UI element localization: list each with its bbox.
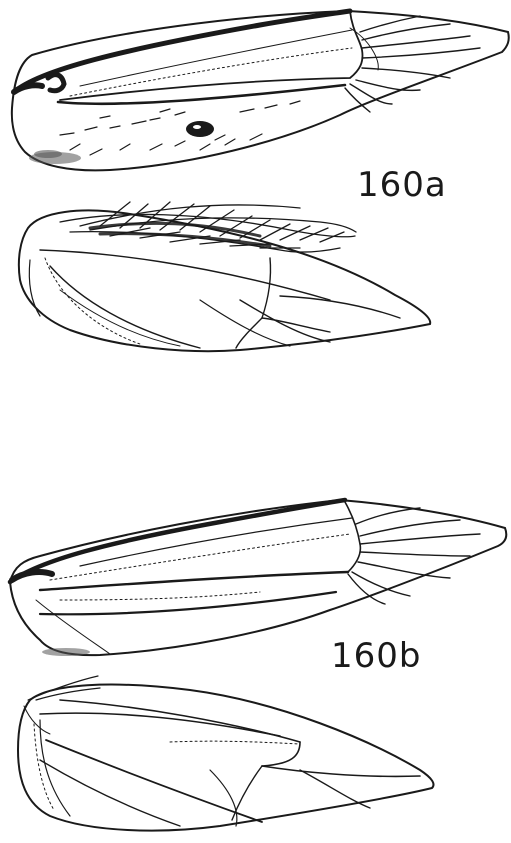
forewing-160a	[12, 11, 509, 170]
hindwing-160a	[19, 202, 430, 351]
forewing-160b	[10, 500, 506, 656]
figure-label-160a: 160a	[357, 165, 447, 205]
hindwing-160b	[18, 676, 434, 831]
figure-label-160b: 160b	[331, 636, 421, 676]
